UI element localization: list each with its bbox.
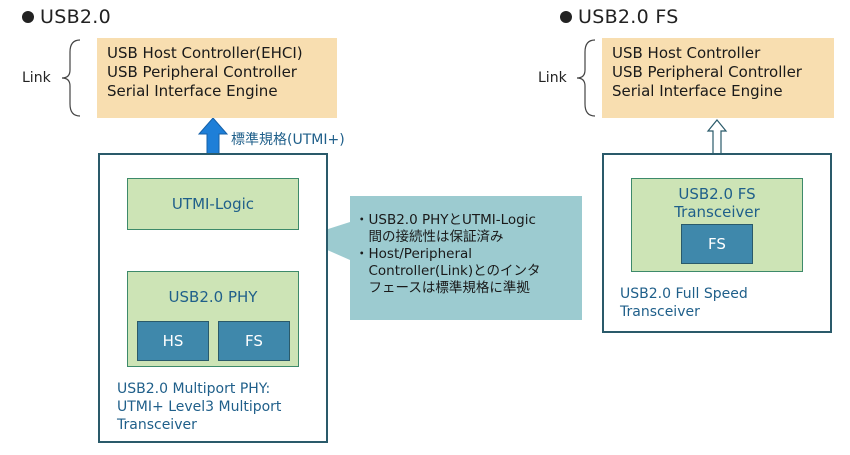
caption-line: UTMI+ Level3 Multiport bbox=[117, 399, 282, 415]
callout-line: ・USB2.0 PHYとUTMI-Logic bbox=[355, 212, 536, 228]
fs-transceiver-label: Transceiver bbox=[674, 203, 760, 221]
callout-bubble bbox=[300, 196, 582, 320]
fs-caption: USB2.0 Full Speed Transceiver bbox=[620, 285, 748, 321]
left-section-title: USB2.0 bbox=[22, 6, 111, 28]
left-link-line: USB Peripheral Controller bbox=[107, 63, 297, 81]
fs-transceiver-label: USB2.0 FS bbox=[678, 185, 756, 203]
right-link-line: USB Peripheral Controller bbox=[612, 63, 802, 81]
caption-line: Transceiver bbox=[620, 304, 700, 320]
caption-line: USB2.0 Full Speed bbox=[620, 286, 748, 302]
utmi-interface-label: 標準規格(UTMI+) bbox=[231, 132, 345, 148]
caption-line: USB2.0 Multiport PHY: bbox=[117, 381, 271, 397]
right-title-text: USB2.0 FS bbox=[578, 6, 679, 28]
left-title-text: USB2.0 bbox=[40, 6, 112, 28]
left-link-label: Link bbox=[22, 70, 51, 86]
right-link-line: USB Host Controller bbox=[612, 44, 761, 62]
callout-line: フェースは標準規格に準拠 bbox=[355, 280, 530, 296]
multiport-caption: USB2.0 Multiport PHY: UTMI+ Level3 Multi… bbox=[117, 380, 281, 434]
bullet-icon bbox=[560, 11, 572, 23]
bullet-icon bbox=[22, 11, 34, 23]
callout-line: Controller(Link)とのインタ bbox=[355, 263, 541, 279]
usb2-phy-label: USB2.0 PHY bbox=[168, 288, 258, 306]
right-link-line: Serial Interface Engine bbox=[612, 82, 783, 100]
callout-line: 間の接続性は保証済み bbox=[355, 229, 504, 245]
fs-block-right: FS bbox=[681, 224, 753, 264]
caption-line: Transceiver bbox=[117, 417, 197, 433]
hs-block: HS bbox=[137, 321, 209, 361]
left-link-line: USB Host Controller(EHCI) bbox=[107, 44, 303, 62]
right-link-box: USB Host Controller USB Peripheral Contr… bbox=[602, 38, 834, 118]
left-link-box: USB Host Controller(EHCI) USB Peripheral… bbox=[97, 38, 337, 118]
callout-text: ・USB2.0 PHYとUTMI-Logic 間の接続性は保証済み ・Host/… bbox=[355, 212, 540, 297]
right-link-label: Link bbox=[538, 70, 567, 86]
utmi-logic-box: UTMI-Logic bbox=[127, 178, 299, 230]
left-link-brace bbox=[61, 39, 81, 117]
fs-block-left: FS bbox=[218, 321, 290, 361]
left-link-line: Serial Interface Engine bbox=[107, 82, 278, 100]
right-section-title: USB2.0 FS bbox=[560, 6, 679, 28]
callout-line: ・Host/Peripheral bbox=[355, 246, 473, 262]
right-link-brace bbox=[576, 39, 596, 117]
